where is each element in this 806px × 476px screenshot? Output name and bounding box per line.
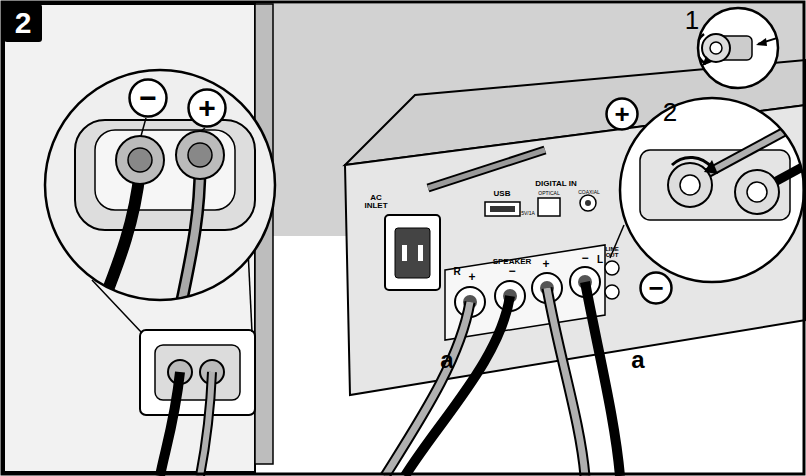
ac-inlet xyxy=(385,215,440,290)
rotation-arrow xyxy=(672,158,712,168)
polarity-mark: − xyxy=(581,252,588,264)
circle-shape xyxy=(641,273,672,304)
arrow-head xyxy=(704,160,718,174)
arrow-head xyxy=(702,56,712,66)
speaker-wire-outline xyxy=(200,372,212,476)
polarity-sign: − xyxy=(648,275,663,301)
terminal-recess xyxy=(95,130,235,210)
speaker-wire-outline xyxy=(180,165,200,310)
antenna xyxy=(428,150,545,188)
terminal-center xyxy=(680,175,700,195)
wire-label: a xyxy=(440,348,453,372)
channel-label: R xyxy=(453,267,460,277)
port-rating: 5V/1A xyxy=(521,211,535,216)
speaker-terminal xyxy=(668,163,712,207)
magnifier-content xyxy=(75,120,255,310)
speaker-wire xyxy=(585,282,620,476)
speaker-terminal xyxy=(735,170,779,214)
circle-shape xyxy=(130,80,167,117)
terminal-center xyxy=(710,42,722,54)
polarity-circle: + xyxy=(605,97,639,131)
leader-line xyxy=(248,250,252,332)
speaker-wire xyxy=(180,165,200,310)
port-label: DIGITAL IN xyxy=(535,180,576,188)
speaker-wire xyxy=(200,372,212,476)
magnifier-content xyxy=(640,120,806,220)
optical-port xyxy=(538,198,560,216)
terminal-nut-center xyxy=(128,148,152,172)
step-callout: 2 xyxy=(663,99,677,125)
port-label: OPTICAL xyxy=(538,191,559,196)
step-number: 2 xyxy=(15,8,32,38)
usb-port-slot xyxy=(490,206,515,212)
wire-label: a xyxy=(631,348,644,372)
leader-line xyxy=(141,118,146,136)
magnifier-outline xyxy=(620,98,804,282)
leader-line xyxy=(201,128,205,131)
coaxial-port xyxy=(580,195,596,211)
speaker-wire xyxy=(100,170,140,310)
port-label: AC INLET xyxy=(361,194,391,210)
polarity-circle: − xyxy=(128,78,168,118)
speaker-wire-outline xyxy=(547,288,585,476)
polarity-mark: − xyxy=(508,265,515,277)
step-callout: 1 xyxy=(685,7,699,33)
speaker-wire xyxy=(405,296,510,476)
circle-shape xyxy=(607,99,638,130)
rca-jack xyxy=(605,261,619,275)
usb-port xyxy=(485,202,520,216)
coaxial-pin xyxy=(585,200,591,206)
circle-shape xyxy=(189,90,226,127)
magnifier-outline xyxy=(45,70,275,300)
port-label: LINE OUT xyxy=(601,246,623,258)
terminal-plate xyxy=(140,330,255,415)
terminal-recess xyxy=(155,345,240,400)
antenna-outline xyxy=(428,150,545,188)
terminal-housing xyxy=(75,120,255,230)
channel-label: L xyxy=(597,255,603,265)
magnifier-circle xyxy=(698,8,778,88)
ac-pin xyxy=(418,245,423,261)
polarity-sign: − xyxy=(139,83,157,113)
terminal-nut xyxy=(176,131,224,179)
polarity-mark: + xyxy=(468,271,475,283)
terminal-nut-center xyxy=(188,143,212,167)
magnifier-outline xyxy=(698,8,778,88)
magnifier-circle xyxy=(45,70,275,300)
polarity-mark: + xyxy=(542,258,549,270)
rca-jack xyxy=(605,285,619,299)
terminal-center xyxy=(747,182,767,202)
speaker-wire xyxy=(160,372,180,476)
ac-inlet-socket xyxy=(395,228,430,278)
polarity-circle: − xyxy=(639,271,673,305)
magnifier-circle xyxy=(620,98,804,282)
polarity-sign: + xyxy=(614,101,629,127)
arrow-head xyxy=(756,38,767,46)
polarity-sign: + xyxy=(198,93,216,123)
port-label: COAXIAL xyxy=(578,190,600,195)
ac-pin xyxy=(402,245,407,261)
port-label: USB xyxy=(494,190,511,198)
terminal-nut xyxy=(116,136,164,184)
step-badge: 2 xyxy=(4,4,42,42)
speaker-wire xyxy=(547,288,585,476)
polarity-circle: + xyxy=(187,88,227,128)
terminal-housing xyxy=(640,150,790,220)
